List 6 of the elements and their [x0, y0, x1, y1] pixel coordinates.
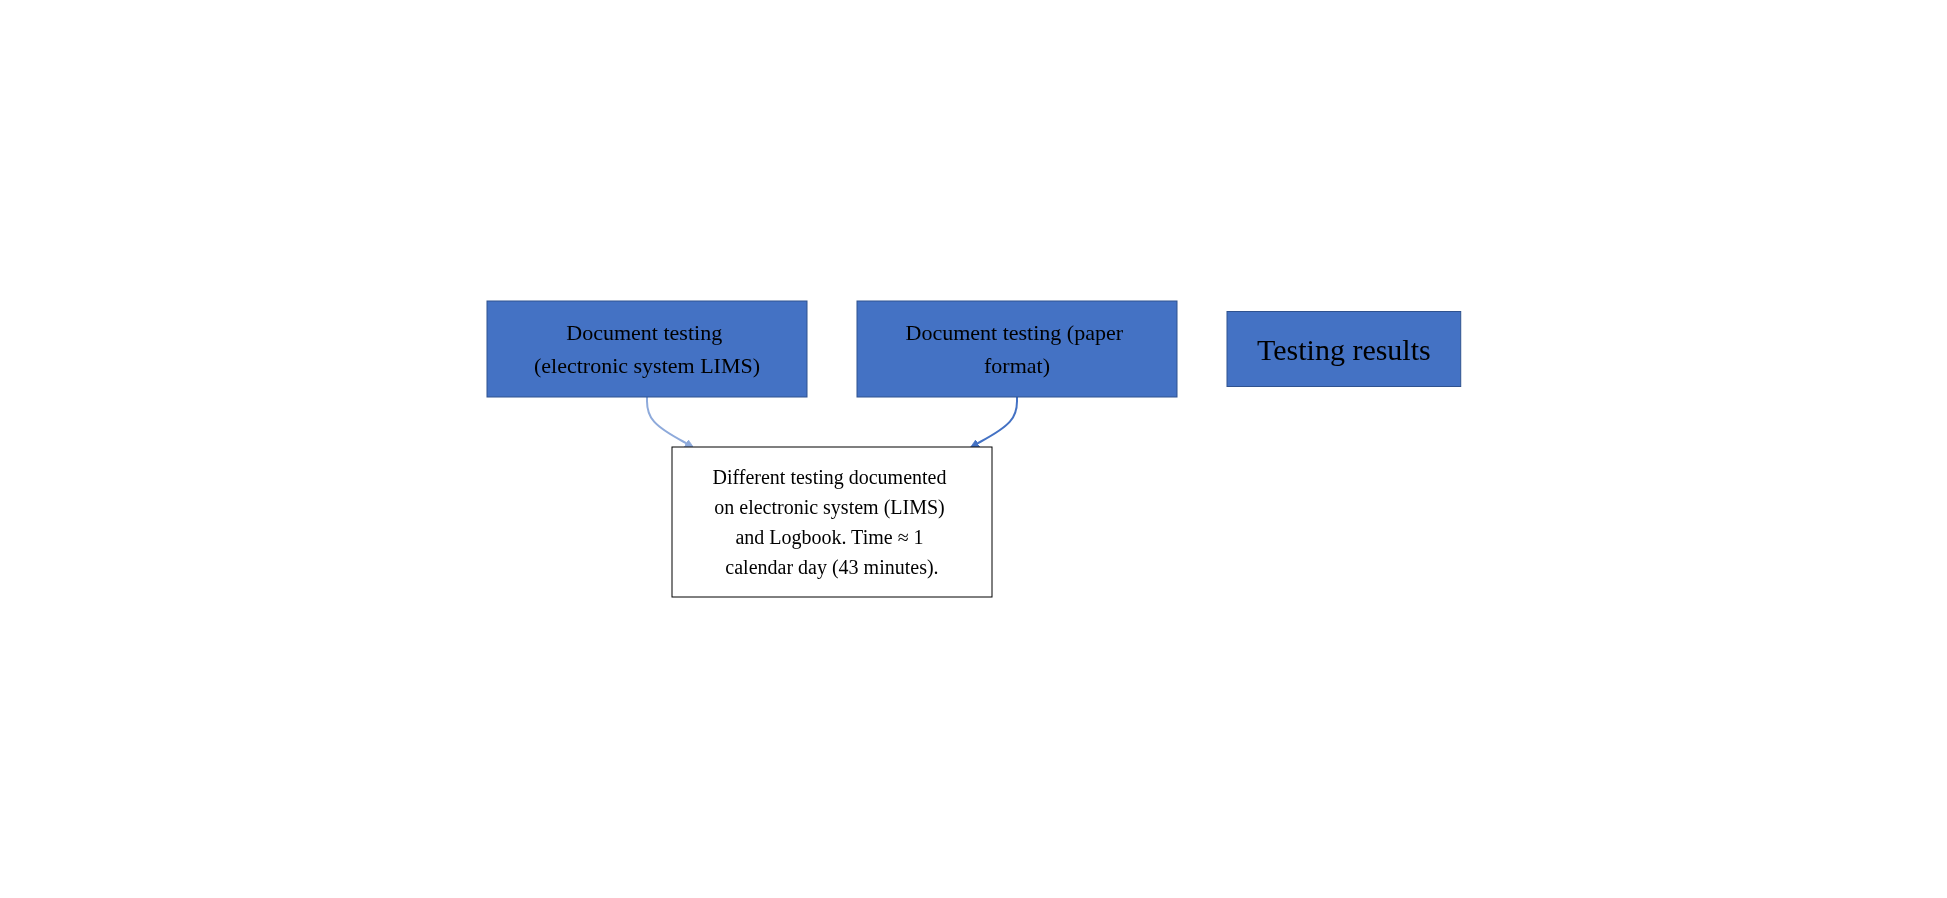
- node-box: Different testing documented on electronic system (LIMS) and Logbook. Time ≈ 1 calendar day (43 minutes).: [671, 446, 993, 598]
- node-box: Document testing (electronic system LIMS): [486, 300, 808, 398]
- arrow: [970, 396, 1018, 448]
- node-box: Document testing (paper format): [856, 300, 1178, 398]
- node-box: Testing results: [1226, 311, 1461, 387]
- arrow: [645, 396, 694, 448]
